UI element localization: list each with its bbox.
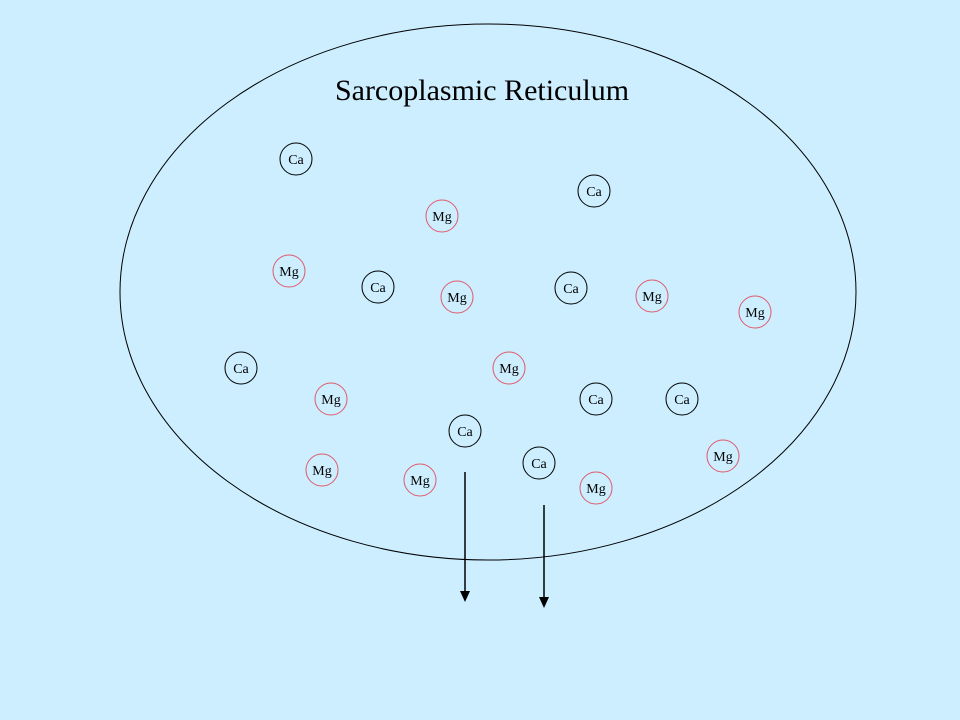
release-arrow-1-head [460, 591, 470, 602]
mg-ion: Mg [492, 351, 526, 385]
mg-ion-label: Mg [586, 482, 605, 497]
mg-ion: Mg [403, 463, 437, 497]
ca-ion: Ca [279, 142, 313, 176]
ca-ion: Ca [448, 414, 482, 448]
ca-ion-label: Ca [531, 457, 547, 472]
ca-ion: Ca [522, 446, 556, 480]
ca-ion-circle [279, 142, 313, 176]
mg-ion-circle [272, 254, 306, 288]
mg-ion-circle [738, 295, 772, 329]
mg-ion: Mg [272, 254, 306, 288]
diagram-title: Sarcoplasmic Reticulum [335, 74, 629, 107]
mg-ion-label: Mg [410, 474, 429, 489]
mg-ion: Mg [579, 471, 613, 505]
ca-ion-circle [448, 414, 482, 448]
mg-ion-label: Mg [432, 210, 451, 225]
mg-ion-label: Mg [499, 362, 518, 377]
reticulum-outline [119, 23, 857, 561]
mg-ion-label: Mg [447, 291, 466, 306]
mg-ion-label: Mg [321, 393, 340, 408]
ca-ion-label: Ca [288, 153, 304, 168]
ca-ion-circle [361, 270, 395, 304]
mg-ion-circle [403, 463, 437, 497]
ca-ion-circle [577, 174, 611, 208]
mg-ion-label: Mg [642, 290, 661, 305]
ca-ion-circle [579, 382, 613, 416]
mg-ion-circle [305, 453, 339, 487]
ca-ion-label: Ca [457, 425, 473, 440]
mg-ion-circle [440, 280, 474, 314]
ca-ion-label: Ca [586, 185, 602, 200]
ca-ion: Ca [361, 270, 395, 304]
ca-ion-label: Ca [233, 362, 249, 377]
ca-ion: Ca [224, 351, 258, 385]
mg-ion: Mg [425, 199, 459, 233]
ca-ion: Ca [579, 382, 613, 416]
mg-ion: Mg [635, 279, 669, 313]
mg-ion: Mg [314, 382, 348, 416]
mg-ion-label: Mg [713, 450, 732, 465]
mg-ion: Mg [738, 295, 772, 329]
release-arrows [460, 472, 549, 608]
ca-ion-circle [522, 446, 556, 480]
mg-ion-label: Mg [279, 265, 298, 280]
ca-ion: Ca [577, 174, 611, 208]
mg-ion-circle [706, 439, 740, 473]
mg-ion-circle [579, 471, 613, 505]
mg-ion-label: Mg [312, 464, 331, 479]
mg-ion: Mg [706, 439, 740, 473]
ca-ion: Ca [665, 382, 699, 416]
mg-ion: Mg [440, 280, 474, 314]
ca-ion-circle [554, 271, 588, 305]
release-arrow-2-head [539, 597, 549, 608]
mg-ion-label: Mg [745, 306, 764, 321]
ca-ion: Ca [554, 271, 588, 305]
mg-ion-circle [635, 279, 669, 313]
mg-ion: Mg [305, 453, 339, 487]
ca-ion-label: Ca [588, 393, 604, 408]
ca-ion-label: Ca [674, 393, 690, 408]
mg-ion-circle [425, 199, 459, 233]
ca-ion-circle [665, 382, 699, 416]
mg-ion-circle [492, 351, 526, 385]
ca-ion-label: Ca [563, 282, 579, 297]
ca-ion-circle [224, 351, 258, 385]
ca-ion-label: Ca [370, 281, 386, 296]
mg-ion-circle [314, 382, 348, 416]
